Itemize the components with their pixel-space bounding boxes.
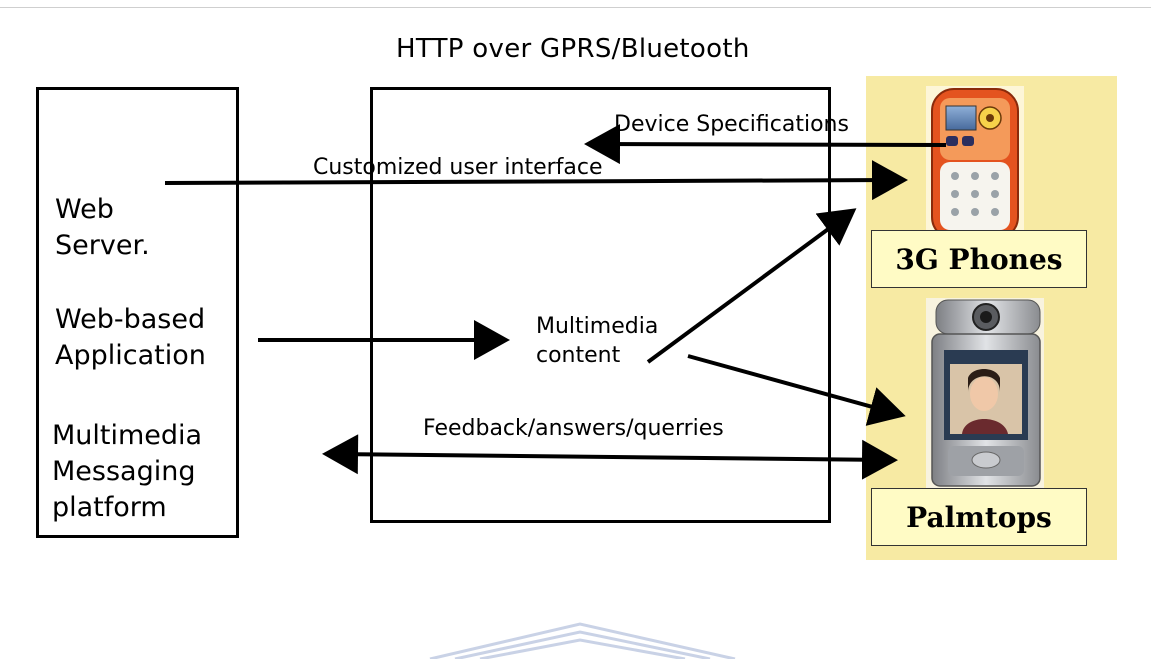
server-line-web-based: Web-based — [55, 304, 206, 335]
arrow-device-specs — [584, 124, 947, 165]
label-device-specifications: Device Specifications — [614, 112, 849, 137]
palmtop-image — [926, 298, 1044, 488]
web-server-box — [36, 87, 239, 538]
transport-box — [370, 87, 831, 523]
server-line-messaging: Messaging — [52, 456, 196, 487]
label-feedback: Feedback/answers/querries — [423, 416, 724, 441]
arrow-content-to-phones — [646, 208, 857, 364]
server-line-web: Web — [55, 194, 114, 225]
server-line-platform: platform — [52, 492, 167, 523]
device-label-palmtops: Palmtops — [871, 488, 1087, 546]
device-label-3g-phones: 3G Phones — [871, 230, 1087, 288]
diagram-title: HTTP over GPRS/Bluetooth — [396, 34, 750, 64]
label-content: content — [536, 343, 621, 368]
arrow-content-to-palmtops — [687, 354, 906, 426]
server-line-application: Application — [55, 340, 206, 371]
watermark — [429, 622, 736, 659]
top-divider — [0, 7, 1151, 8]
label-multimedia: Multimedia — [536, 314, 659, 339]
server-line-multimedia: Multimedia — [52, 420, 203, 451]
server-line-server: Server. — [55, 230, 150, 261]
arrow-feedback — [322, 434, 898, 480]
arrow-custom-ui — [164, 160, 908, 201]
phone-image — [926, 86, 1024, 240]
label-customized-ui: Customized user interface — [313, 155, 603, 180]
